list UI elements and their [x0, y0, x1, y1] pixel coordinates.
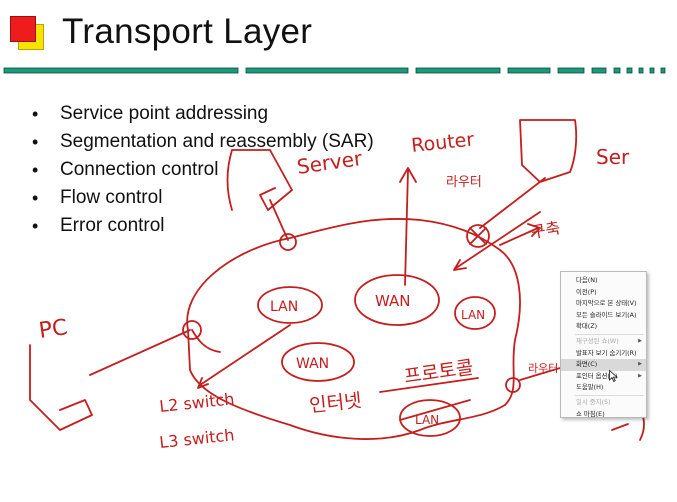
ink-wan-label-2: WAN [296, 356, 329, 372]
ink-internet-label: 인터넷 [308, 390, 362, 417]
pc-sketch [29, 344, 93, 431]
bullet-item: Service point addressing [32, 102, 374, 130]
menu-item-label: 재구성된 쇼(W) [576, 336, 619, 345]
ink-direction-label: 구축 [529, 218, 561, 242]
chevron-right-icon: ▶ [638, 361, 642, 368]
ink-l3-switch-label: L3 switch [158, 425, 235, 452]
ink-wan-label-1: WAN [375, 292, 411, 310]
chevron-right-icon: ▶ [638, 337, 642, 344]
ink-server-label: Server [295, 146, 364, 179]
ink-pc-label: PC [37, 315, 69, 344]
menu-separator [575, 333, 644, 335]
title-rule [3, 67, 666, 74]
menu-item-pointer-options[interactable]: 포인터 옵션(O) ▶ [561, 371, 646, 383]
menu-item-hide-presenter-view[interactable]: 발표자 보기 숨기기(R) [561, 348, 646, 360]
network-cloud-outline [186, 218, 521, 440]
menu-item-screen[interactable]: 화면(C) ▶ [561, 359, 646, 371]
menu-item-label: 도움말(H) [576, 383, 604, 392]
menu-item-next[interactable]: 다음(N) [561, 275, 646, 287]
bullet-item: Error control [32, 214, 374, 242]
ink-router-label: Router [410, 128, 475, 156]
bullet-list: Service point addressing Segmentation an… [32, 102, 374, 242]
menu-item-label: 일시 중지(S) [576, 397, 611, 406]
lan-ellipse-3 [399, 399, 461, 437]
ink-lan-label-2: LAN [461, 308, 485, 322]
chevron-right-icon: ▶ [638, 372, 642, 379]
menu-item-end-show[interactable]: 쇼 마침(E) [561, 409, 646, 421]
menu-item-help[interactable]: 도움말(H) [561, 382, 646, 394]
menu-item-label: 발표자 보기 숨기기(R) [576, 348, 637, 357]
wan-ellipse-1 [354, 274, 440, 326]
mouse-pointer-icon [609, 370, 618, 382]
menu-separator [575, 394, 644, 396]
bullet-item: Connection control [32, 158, 374, 186]
menu-item-label: 확대(Z) [576, 322, 598, 331]
server-sketch-right [519, 119, 578, 183]
menu-item-label: 쇼 마침(E) [576, 409, 605, 418]
menu-item-label: 마지막으로 본 상태(V) [576, 299, 637, 308]
menu-item-label: 이전(P) [576, 287, 597, 296]
ink-router-kr-label-1: 라우터 [446, 175, 482, 190]
ink-l2-switch-label: L2 switch [158, 389, 235, 416]
lan-ellipse-2 [454, 296, 496, 330]
ink-router-kr-label-2: 라우터 [528, 362, 558, 375]
bullet-item: Flow control [32, 186, 374, 214]
menu-item-label: 모든 슬라이드 보기(A) [576, 310, 637, 319]
slideshow-context-menu: 다음(N) 이전(P) 마지막으로 본 상태(V) 모든 슬라이드 보기(A) … [560, 271, 647, 418]
menu-item-pause: 일시 중지(S) [561, 397, 646, 409]
wan-ellipse-2 [281, 342, 355, 382]
menu-item-previous[interactable]: 이전(P) [561, 287, 646, 299]
lan-ellipse-1 [257, 286, 323, 324]
ink-lan-label-3: LAN [415, 413, 439, 427]
menu-item-label: 다음(N) [576, 276, 598, 284]
menu-item-custom-show: 재구성된 쇼(W) ▶ [561, 336, 646, 348]
ink-lan-label-1: LAN [270, 299, 298, 315]
menu-item-see-all-slides[interactable]: 모든 슬라이드 보기(A) [561, 310, 646, 322]
menu-item-label: 화면(C) [576, 360, 598, 369]
ink-ser-label: Ser [596, 145, 630, 169]
menu-item-last-viewed[interactable]: 마지막으로 본 상태(V) [561, 298, 646, 310]
menu-item-label: 포인터 옵션(O) [576, 371, 618, 380]
logo-red-square [10, 16, 36, 42]
ink-protocol-label: 프로토콜 [403, 356, 475, 388]
bullet-item: Segmentation and reassembly (SAR) [32, 130, 374, 158]
server-sketch [226, 149, 293, 211]
slide-logo [10, 16, 46, 52]
menu-item-zoom[interactable]: 확대(Z) [561, 321, 646, 333]
slide-title: Transport Layer [62, 12, 313, 51]
